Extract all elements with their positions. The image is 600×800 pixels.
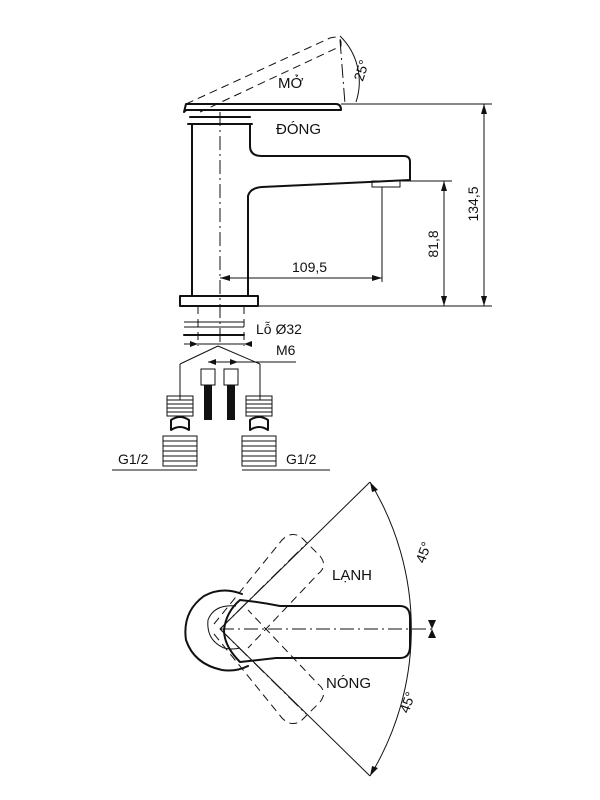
side-view: 25° MỞ ĐÓNG 109,5 81,8 134,5 bbox=[112, 35, 492, 471]
lever-center bbox=[223, 599, 411, 663]
label-open: MỞ bbox=[278, 74, 303, 92]
rotation-arc bbox=[369, 481, 412, 777]
dim-inlet-right-text: G1/2 bbox=[286, 451, 317, 467]
dim-cold-angle-text: 45° bbox=[412, 540, 434, 565]
inlet-hoses bbox=[179, 345, 261, 400]
dim-spout-height: 81,8 bbox=[425, 181, 447, 306]
label-cold: LẠNH bbox=[332, 567, 372, 584]
dim-total-height-text: 134,5 bbox=[465, 186, 481, 221]
lever-closed bbox=[183, 103, 342, 113]
dim-total-height: 134,5 bbox=[465, 104, 487, 306]
connector-left bbox=[162, 395, 198, 467]
lever-cold bbox=[213, 534, 324, 649]
lever-open bbox=[185, 36, 342, 113]
dim-spout-height-text: 81,8 bbox=[425, 230, 441, 257]
dim-lever-angle-text: 25° bbox=[350, 58, 372, 83]
lever-hot bbox=[213, 609, 324, 724]
dim-spout-reach: 109,5 bbox=[220, 187, 383, 282]
dim-lever-angle: 25° bbox=[339, 35, 372, 105]
dim-hot-angle-text: 45° bbox=[396, 690, 418, 715]
label-closed: ĐÓNG bbox=[276, 121, 321, 138]
spout-axis bbox=[339, 39, 346, 105]
base-ring bbox=[184, 589, 249, 672]
threaded-studs bbox=[200, 368, 239, 420]
connector-right bbox=[241, 395, 277, 467]
dim-inlet-left-text: G1/2 bbox=[118, 451, 149, 467]
dim-spout-reach-text: 109,5 bbox=[292, 259, 327, 275]
mounting-washers bbox=[183, 306, 245, 346]
top-view: LẠNH NÓNG 45° 45° bbox=[184, 481, 436, 777]
label-hot: NÓNG bbox=[326, 675, 371, 692]
base-plate bbox=[179, 295, 259, 307]
dim-hole: Lỗ Ø32 bbox=[184, 321, 302, 347]
dim-stud: M6 bbox=[208, 342, 296, 365]
dim-hole-text: Lỗ Ø32 bbox=[256, 321, 302, 337]
dim-stud-text: M6 bbox=[276, 342, 296, 358]
